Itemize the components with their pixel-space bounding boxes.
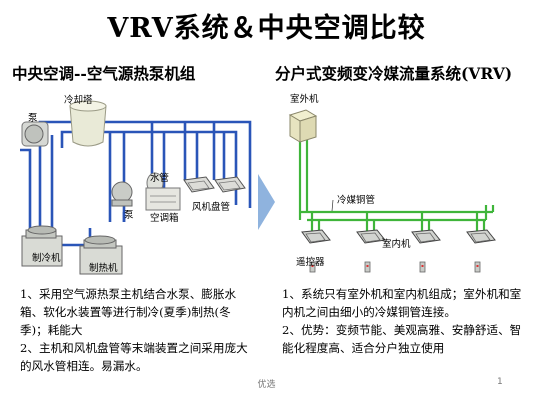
heater-label: 制热机 xyxy=(89,263,118,274)
page-number: 1 xyxy=(497,377,503,387)
water-pipe-label: 水管 xyxy=(150,173,170,184)
pump-icon-mid xyxy=(111,181,133,207)
left-subtitle: 中央空调--空气源热泵机组 xyxy=(12,64,196,83)
remote-label: 遥控器 xyxy=(296,257,325,268)
outdoor-unit-label: 室外机 xyxy=(290,94,319,105)
indoor-unit-icon-4 xyxy=(466,229,496,244)
right-paragraph-1: 1、系统只有室外机和室内机组成；室外机和室内机之间由细小的冷媒铜管连接。 xyxy=(282,287,522,319)
outdoor-unit-icon xyxy=(288,109,318,143)
indoor-unit-icon-3 xyxy=(411,229,441,244)
copper-pipe-label: 冷媒铜管 xyxy=(337,195,376,206)
fan-coil-label: 风机盘管 xyxy=(192,202,231,213)
indoor-unit-icon-1 xyxy=(301,229,331,244)
heater-icon xyxy=(79,235,123,275)
copper-pipes xyxy=(298,140,495,232)
chiller-icon xyxy=(21,225,63,267)
indoor-unit-label: 室内机 xyxy=(382,239,411,250)
remote-icons xyxy=(309,261,481,273)
left-paragraph-2: 2、主机和风机盘管等末端装置之间采用庞大的风水管相连。易漏水。 xyxy=(20,341,248,373)
left-paragraph-1: 1、采用空气源热泵主机结合水泵、膨胀水箱、软化水装置等进行制冷(夏季)制热(冬季… xyxy=(20,287,237,337)
indoor-unit-icon-2 xyxy=(356,229,386,244)
right-subtitle: 分户式变频变冷媒流量系统(VRV) xyxy=(275,64,513,83)
air-handler-label: 空调箱 xyxy=(150,213,179,224)
fan-coil-icon-2 xyxy=(214,176,246,193)
pump-label-mid: 泵 xyxy=(124,210,134,221)
pump-icon-top xyxy=(21,121,49,147)
right-paragraph-2: 2、优势：变频节能、美观高雅、安静舒适、智能化程度高、适合分户独立使用 xyxy=(282,323,522,355)
fan-coil-icon-1 xyxy=(183,176,215,193)
air-handler-icon xyxy=(145,187,181,211)
cooling-tower-label: 冷却塔 xyxy=(64,95,93,106)
footer-text: 优选 xyxy=(257,380,276,390)
cooling-tower-icon xyxy=(69,100,107,147)
slide-title: VRV系统＆中央空调比较 xyxy=(107,13,426,44)
pump-label-top: 泵 xyxy=(28,113,38,124)
chiller-label: 制冷机 xyxy=(32,253,61,264)
